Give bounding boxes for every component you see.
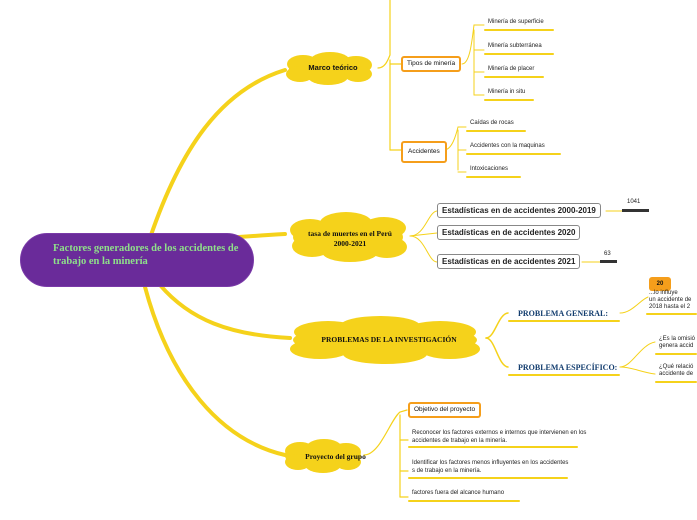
tipos-de-mineria-box[interactable]: Tipos de minería (401, 56, 462, 72)
problema-especifico-q1-2: genera accid (659, 343, 694, 349)
problema-general-badge[interactable]: 20 (649, 277, 671, 291)
accidente-item: Accidentes con la maquinas (470, 143, 545, 149)
problemas-label: PROBLEMAS DE LA INVESTIGACIÓN (321, 335, 457, 344)
stat-value-2000-2019: 1041 (627, 199, 641, 205)
stat-box-2000-2019[interactable]: Estadísticas en de accidentes 2000-2019 (437, 203, 601, 218)
accidentes-box[interactable]: Accidentes (401, 141, 447, 163)
problema-especifico-q2-1: ¿Qué relació (659, 364, 694, 370)
proyecto-item: Identificar los factores menos influyent… (412, 460, 569, 474)
proyecto-label: Proyecto del grupo (305, 452, 366, 461)
objetivo-box[interactable]: Objetivo del proyecto (408, 402, 482, 418)
proyecto-item: factores fuera del alcance humano (412, 490, 505, 496)
objetivo-label: Objetivo del proyecto (414, 406, 476, 413)
stat-label: Estadísticas en de accidentes 2020 (442, 228, 576, 237)
value-bar-2021 (600, 260, 617, 263)
tipos-de-mineria-label: Tipos de minería (407, 60, 456, 67)
marco-teorico-cloud[interactable] (278, 52, 380, 86)
stat-label: Estadísticas en de accidentes 2000-2019 (442, 206, 596, 215)
problema-general-label[interactable]: PROBLEMA GENERAL: (518, 309, 609, 318)
marco-teorico-label: Marco teórico (308, 63, 358, 72)
stat-value-2021: 63 (604, 251, 611, 257)
value-bar-2000-2019 (622, 209, 649, 212)
problema-general-text-2: un accidente de (649, 297, 692, 303)
accidente-item: Caídas de rocas (470, 120, 514, 126)
problema-especifico-q1-1: ¿Es la omisió (659, 336, 696, 342)
tasa-muertes-cloud[interactable] (282, 210, 414, 264)
tipo-item: Minería de superficie (488, 19, 544, 25)
problema-especifico-label[interactable]: PROBLEMA ESPECÍFICO: (518, 363, 618, 372)
tipo-item: Minería de placer (488, 66, 535, 72)
stat-box-2020[interactable]: Estadísticas en de accidentes 2020 (437, 225, 581, 240)
accidente-item: Intoxicaciones (470, 166, 509, 172)
problema-especifico-q2-2: accidente de (659, 371, 694, 377)
problema-general-text-1: ...lo influye (649, 290, 678, 296)
central-topic-title: Factores generadores de los accidentes d… (53, 243, 239, 267)
tipo-item: Minería subterránea (488, 43, 542, 49)
tipo-item: Minería in situ (488, 89, 526, 95)
accidentes-label: Accidentes (408, 148, 440, 155)
stat-label: Estadísticas en de accidentes 2021 (442, 257, 576, 266)
stat-box-2021[interactable]: Estadísticas en de accidentes 2021 (437, 254, 581, 269)
problemas-cloud[interactable] (280, 314, 490, 366)
problema-general-text-3: 2018 hasta el 2 (649, 304, 691, 310)
proyecto-cloud[interactable] (278, 438, 368, 474)
tasa-muertes-label: tasa de muertes en el Perú 2000-2021 (308, 229, 392, 248)
proyecto-item: Reconocer los factores externos e intern… (412, 430, 587, 444)
central-topic[interactable]: Factores generadores de los accidentes d… (20, 233, 254, 287)
